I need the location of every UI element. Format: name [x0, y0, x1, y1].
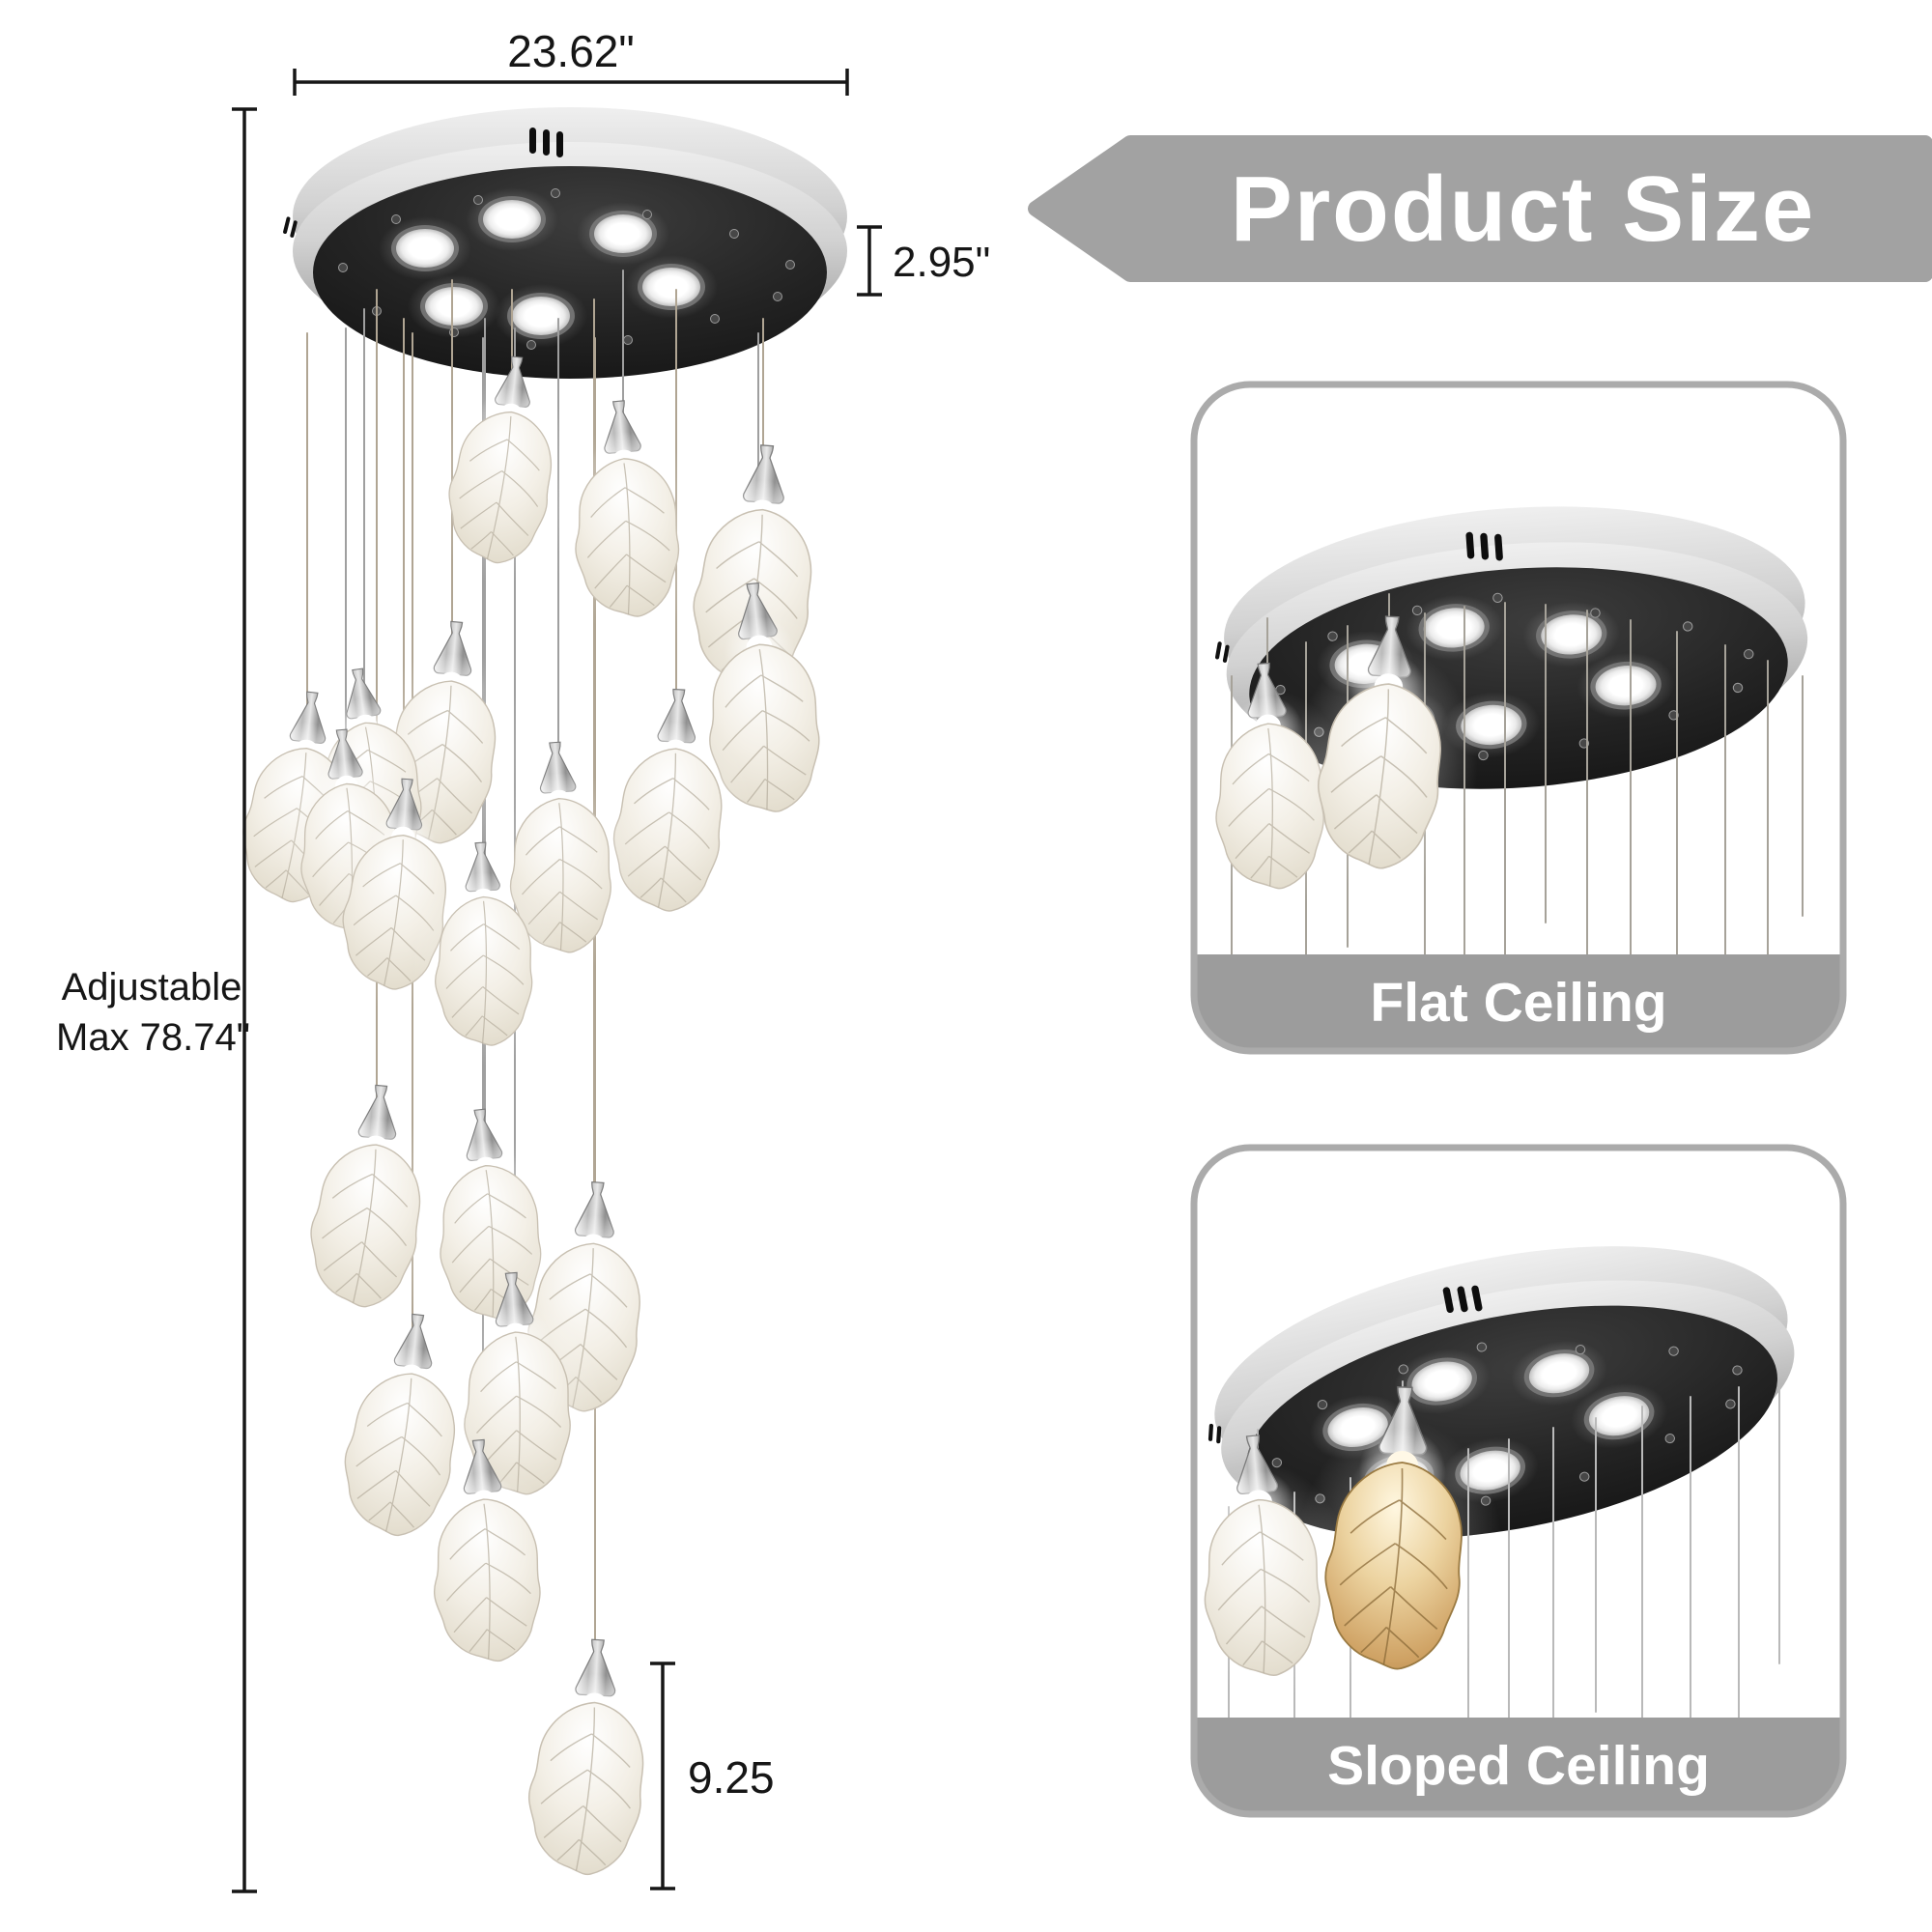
banner-title: Product Size	[1230, 157, 1816, 261]
product-size-banner	[1028, 135, 1932, 282]
flat-ceiling-caption: Flat Ceiling	[1370, 972, 1667, 1034]
main-chandelier	[211, 107, 864, 1902]
pendant-drop-label: 9.25	[688, 1752, 775, 1803]
canopy-thickness-dimension-line	[857, 225, 882, 297]
flat-ceiling-panel-border	[1190, 381, 1847, 1055]
panel-caption-band	[1194, 954, 1843, 1051]
panel-caption-band	[1194, 1718, 1843, 1814]
sloped-ceiling-panel-border	[1190, 1144, 1847, 1818]
pendant-dimension-line	[650, 1662, 675, 1890]
width-dimension-line	[293, 69, 849, 96]
adjustable-height-label-line1: Adjustable	[61, 966, 242, 1009]
dimension-lines	[232, 69, 882, 1893]
flat-ceiling-panel	[1194, 488, 1843, 1051]
adjustable-height-label: Adjustable Max 78.74"	[56, 962, 250, 1063]
leaf-pendants	[211, 349, 864, 1902]
width-dimension-label: 23.62"	[507, 26, 635, 76]
sloped-ceiling-panel	[1194, 1205, 1843, 1814]
adjustable-height-label-line2: Max 78.74"	[56, 1016, 250, 1059]
sloped-ceiling-caption: Sloped Ceiling	[1327, 1735, 1710, 1797]
leaf-pendant	[497, 1635, 685, 1903]
height-dimension-line	[232, 107, 257, 1893]
canopy-thickness-label: 2.95"	[893, 239, 991, 286]
